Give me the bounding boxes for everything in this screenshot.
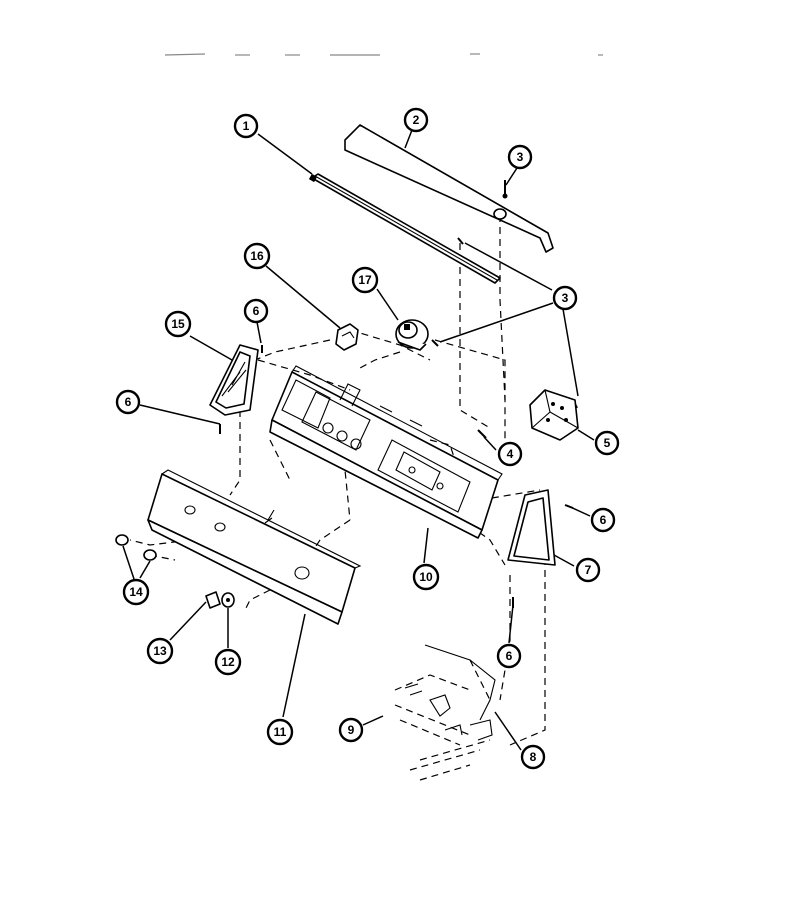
callout-13: 13: [146, 637, 174, 665]
callout-3-top-label: 3: [517, 150, 524, 164]
callout-2-label: 2: [413, 113, 420, 127]
callout-16: 16: [243, 242, 271, 270]
callout-5: 5: [594, 430, 620, 456]
part-timer: [529, 389, 579, 441]
part-knob-and-button: [205, 591, 235, 609]
callout-6-left: 6: [115, 389, 141, 415]
callout-15: 15: [164, 310, 192, 338]
callout-3-right-label: 3: [562, 291, 569, 305]
callout-6-lower: 6: [496, 643, 522, 669]
callout-15-label: 15: [171, 317, 185, 331]
part-front-panel: [147, 469, 362, 625]
callout-17: 17: [351, 266, 379, 294]
callout-4-label: 4: [507, 447, 514, 461]
callout-9-label: 9: [348, 723, 355, 737]
callout-13-label: 13: [153, 644, 167, 658]
callout-6-left-label: 6: [125, 395, 132, 409]
callout-3-right: 3: [552, 285, 578, 311]
callout-6-lower-label: 6: [506, 649, 513, 663]
callout-9: 9: [338, 717, 364, 743]
callout-7-label: 7: [585, 563, 592, 577]
callout-11-label: 11: [274, 725, 287, 739]
callout-2: 2: [403, 107, 429, 133]
callout-17-label: 17: [358, 273, 372, 287]
part-left-end-cap: [209, 344, 259, 416]
callout-1: 1: [233, 113, 259, 139]
part-trim-strip: [308, 173, 501, 284]
part-right-end-cap: [507, 489, 556, 566]
callout-14: 14: [122, 578, 150, 606]
callout-6-right: 6: [590, 507, 616, 533]
part-motor: [395, 319, 429, 351]
callout-12: 12: [214, 648, 242, 676]
callout-3-top: 3: [507, 144, 533, 170]
callout-8: 8: [520, 744, 546, 770]
callout-12-label: 12: [221, 655, 235, 669]
callout-16-label: 16: [250, 249, 264, 263]
part-top-cover: [344, 124, 554, 253]
callout-5-label: 5: [604, 436, 611, 450]
callout-11: 11: [266, 718, 294, 746]
callout-1-label: 1: [243, 119, 250, 133]
callout-14-label: 14: [129, 585, 143, 599]
callout-6-upper: 6: [243, 298, 269, 324]
part-knobs: [115, 534, 157, 561]
part-switch: [335, 323, 359, 351]
leader-lines: [122, 129, 595, 751]
header-remnant: [164, 53, 603, 56]
callout-8-label: 8: [530, 750, 537, 764]
callout-6-upper-label: 6: [253, 304, 260, 318]
callout-7: 7: [575, 557, 601, 583]
part-wire-harness: [404, 644, 496, 741]
part-control-panel-frame: [269, 365, 503, 539]
callout-10: 10: [412, 563, 440, 591]
callout-6-right-label: 6: [600, 513, 607, 527]
callout-4: 4: [497, 441, 523, 467]
callout-10-label: 10: [419, 570, 433, 584]
